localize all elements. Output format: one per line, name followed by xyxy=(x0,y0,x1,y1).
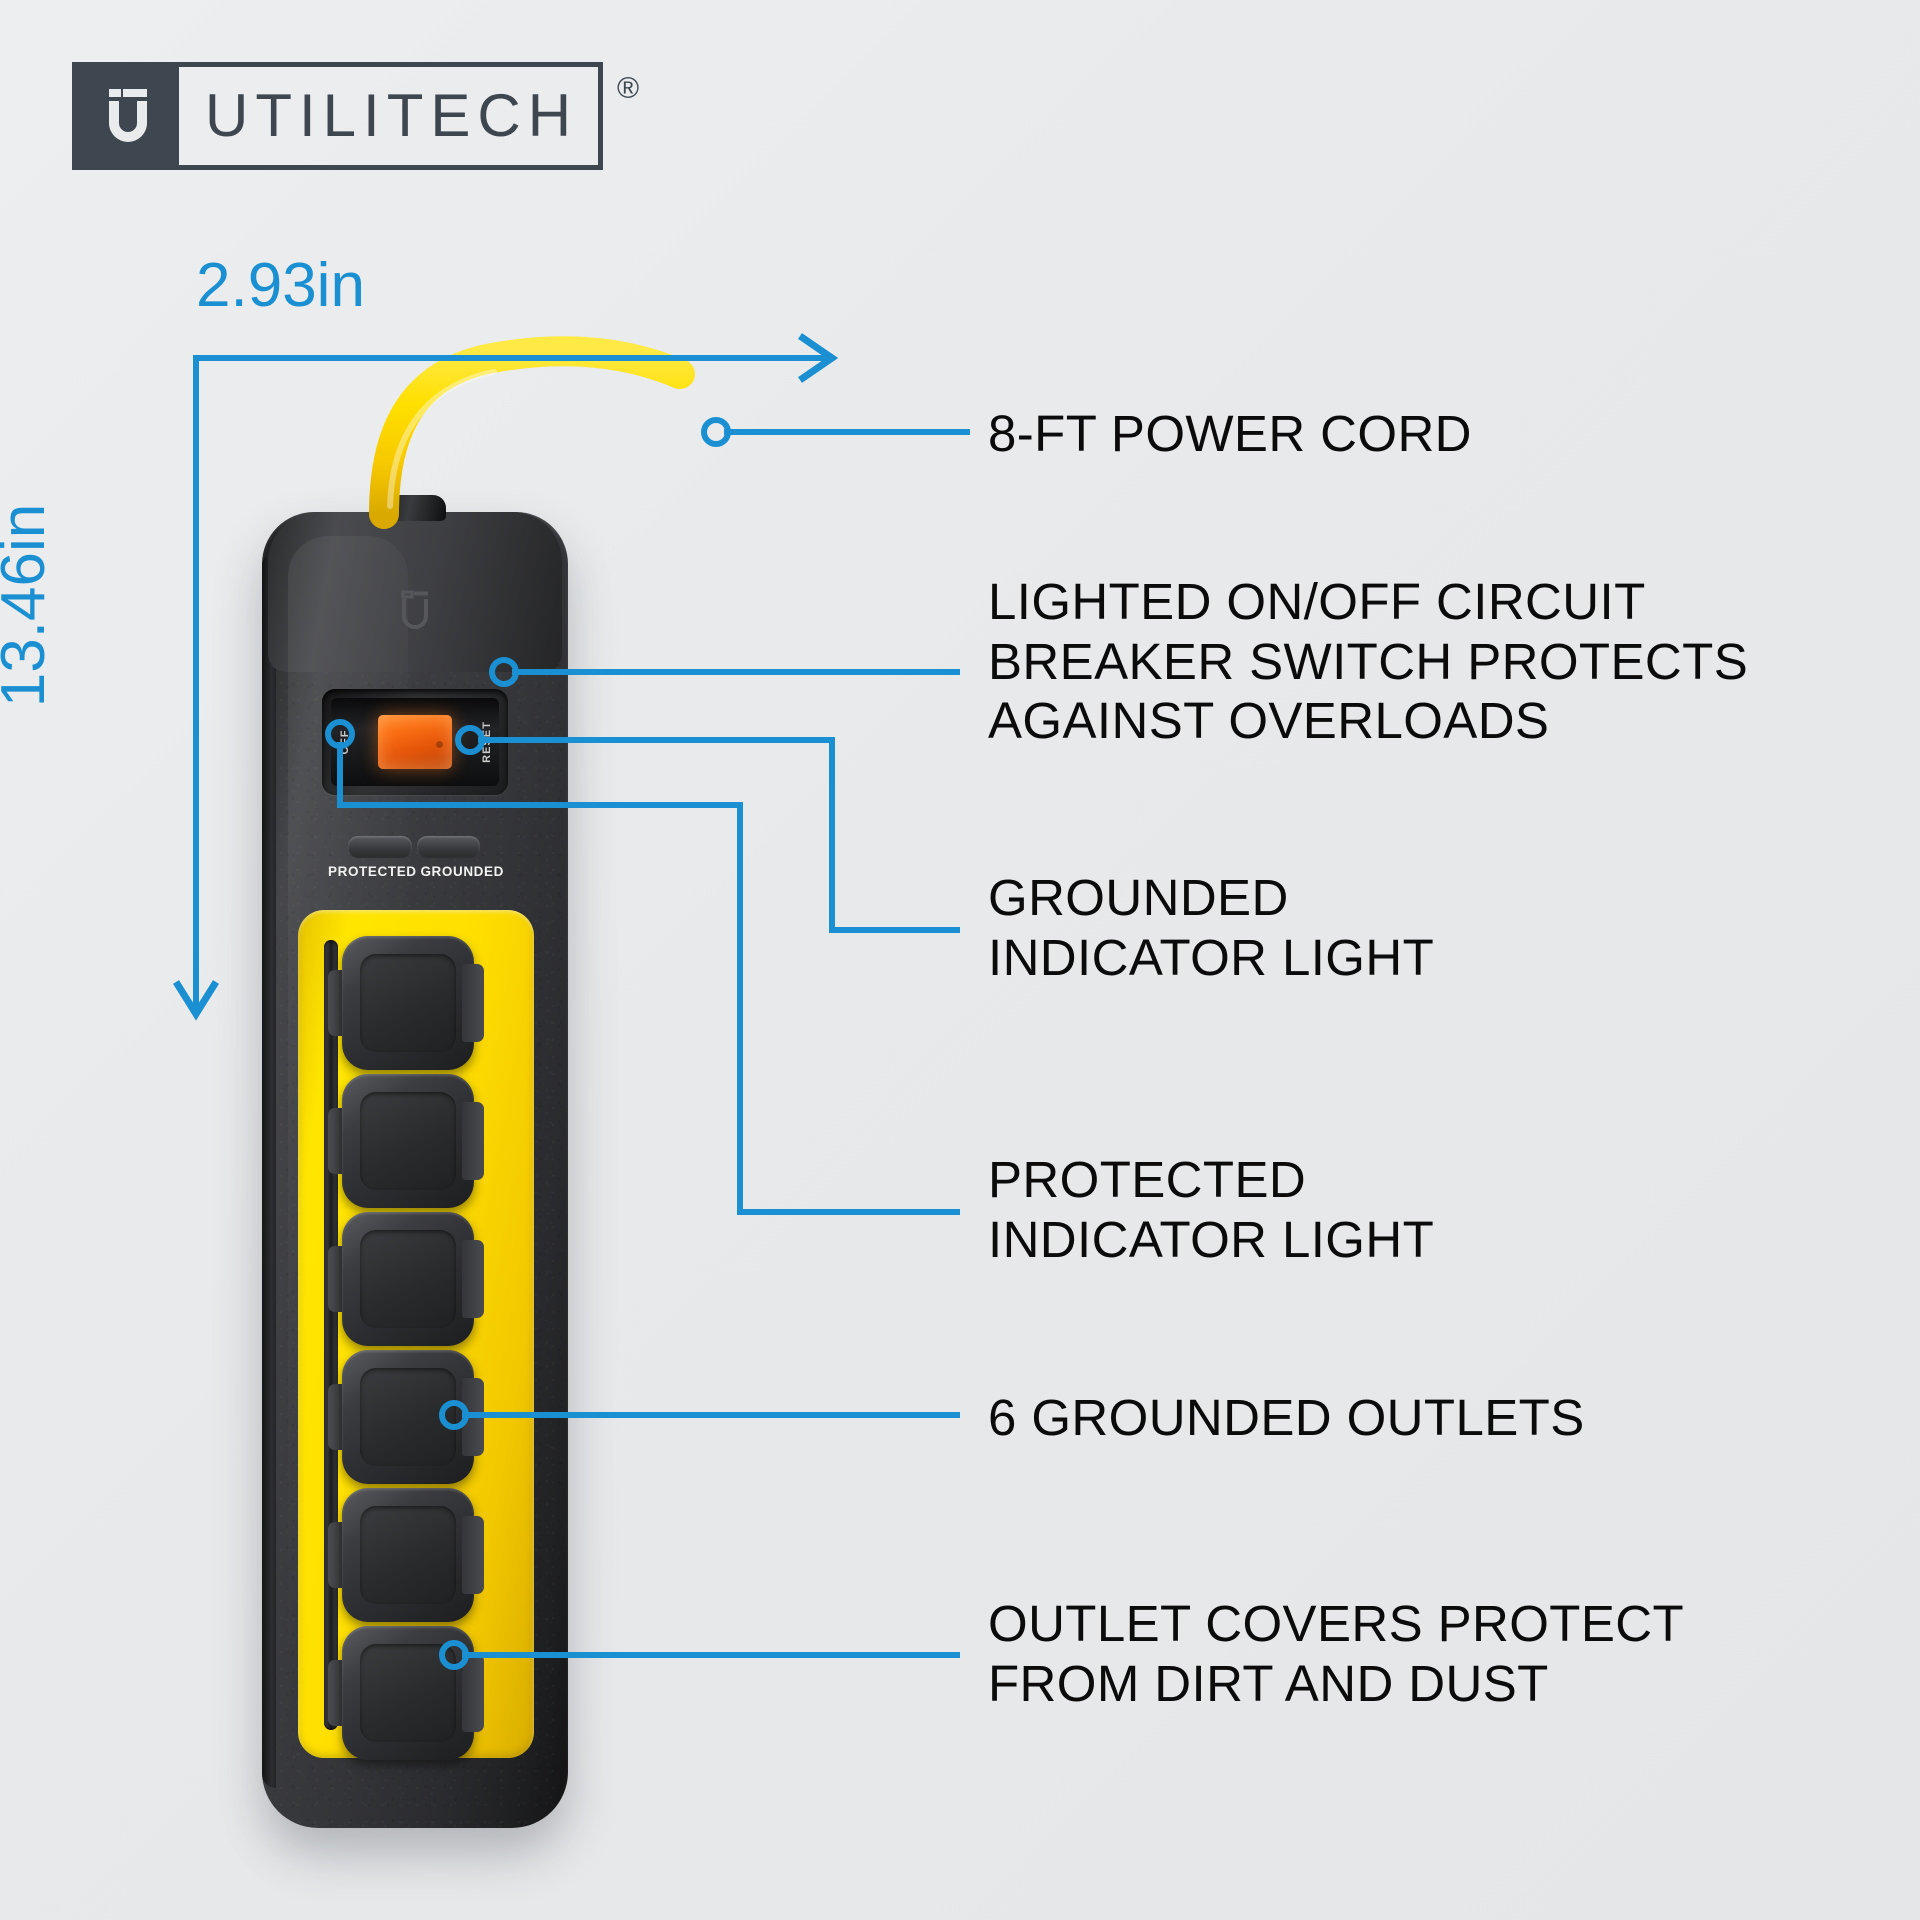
outlet-hinge-right xyxy=(462,964,484,1042)
indicator-lights xyxy=(348,836,480,858)
callout-label-power-cord: 8-FT POWER CORD xyxy=(988,405,1472,462)
outlet-cover-lid[interactable] xyxy=(342,1212,474,1346)
indicator-light-labels: PROTECTED GROUNDED xyxy=(328,864,504,879)
brand-logo: UTILITECH ® xyxy=(72,62,639,170)
outlet-cover-1[interactable] xyxy=(326,936,484,1070)
callout-label-grounded-outlets: 6 GROUNDED OUTLETS xyxy=(988,1389,1585,1446)
utilitech-u-logo-icon xyxy=(77,67,179,165)
callout-label-outlet-covers: OUTLET COVERS PROTECT FROM DIRT AND DUST xyxy=(988,1595,1685,1712)
outlet-cover-4[interactable] xyxy=(326,1350,484,1484)
protected-indicator-light xyxy=(348,836,412,858)
outlet-hinge-right xyxy=(462,1654,484,1732)
callout-marker-power-cord xyxy=(701,417,731,447)
switch-well: OFF RESET xyxy=(331,698,499,786)
brand-name: UTILITECH xyxy=(205,82,579,149)
outlet-cover-lid[interactable] xyxy=(342,936,474,1070)
grounded-indicator-light xyxy=(416,836,480,858)
grounded-label: GROUNDED xyxy=(420,864,504,879)
outlet-cover-lid[interactable] xyxy=(342,1488,474,1622)
outlet-cover-lid[interactable] xyxy=(342,1350,474,1484)
outlet-cover-lid[interactable] xyxy=(342,1074,474,1208)
outlet-cover-3[interactable] xyxy=(326,1212,484,1346)
callout-label-protected-light: PROTECTED INDICATOR LIGHT xyxy=(988,1151,1435,1268)
outlet-hinge-right xyxy=(462,1240,484,1318)
housing-left-edge xyxy=(262,552,276,1788)
switch-reset-label: RESET xyxy=(481,721,493,763)
outlet-hinge-right xyxy=(462,1378,484,1456)
width-dimension-arrowhead xyxy=(798,333,839,383)
brand-logo-box: UTILITECH xyxy=(72,62,604,170)
circuit-breaker-switch[interactable]: OFF RESET xyxy=(322,689,508,795)
height-dimension-label: 13.46in xyxy=(0,503,59,708)
embossed-u-logo-icon xyxy=(398,590,432,630)
callout-label-breaker-switch: LIGHTED ON/OFF CIRCUIT BREAKER SWITCH PR… xyxy=(988,573,1749,750)
outlet-hinge-right xyxy=(462,1516,484,1594)
callout-label-grounded-light: GROUNDED INDICATOR LIGHT xyxy=(988,869,1435,986)
outlet-cover-6[interactable] xyxy=(326,1626,484,1760)
protected-label: PROTECTED xyxy=(328,864,417,879)
width-dimension-label: 2.93in xyxy=(196,251,365,320)
outlet-cover-lid[interactable] xyxy=(342,1626,474,1760)
outlet-cover-5[interactable] xyxy=(326,1488,484,1622)
power-cord xyxy=(369,336,695,529)
outlet-cover-2[interactable] xyxy=(326,1074,484,1208)
cord-grommet xyxy=(380,495,446,521)
power-strip-product: OFF RESET PROTECTED GROUNDED xyxy=(262,495,568,1828)
height-dimension-arrowhead xyxy=(173,980,219,1021)
switch-rocker-lit[interactable] xyxy=(378,715,452,769)
outlet-hinge-right xyxy=(462,1102,484,1180)
registered-trademark-icon: ® xyxy=(617,72,640,105)
switch-off-label: OFF xyxy=(339,729,351,755)
